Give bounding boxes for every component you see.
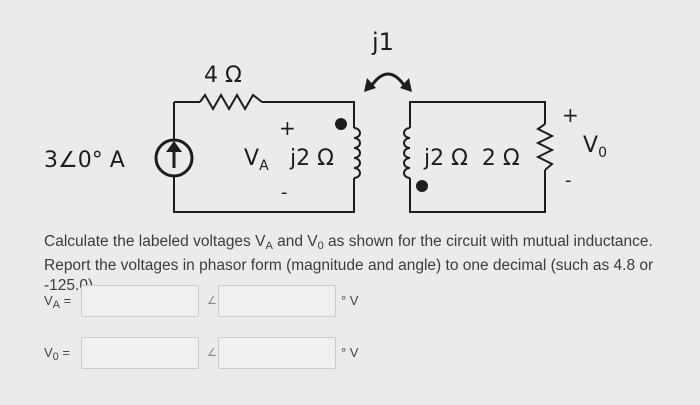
question-part-2: and V [272,233,318,250]
mutual-arrow-head-left [364,78,376,92]
va-magnitude-input[interactable] [81,285,199,317]
va-plus-sign: + [279,116,296,140]
vo-angle-symbol: ∠ [207,347,217,359]
va-minus-sign: - [281,182,288,203]
left-polarity-dot [335,118,347,130]
va-unit-label: ° V [341,293,359,308]
va-label: VA [244,146,269,174]
va-angle-symbol: ∠ [207,295,217,307]
vo-label: V0 [583,133,607,161]
question-text: Calculate the labeled voltages VA and V0… [44,232,684,296]
vo-magnitude-input[interactable] [81,337,199,369]
va-answer-label: VA = [44,293,72,311]
left-inductor-label: j2 Ω [289,146,334,171]
question-part-3: as shown for the circuit with mutual ind… [44,233,654,294]
current-source [154,138,194,178]
vo-angle-input[interactable] [218,337,336,369]
right-loop-wires [409,101,546,213]
vo-unit-label: ° V [341,345,359,360]
right-element-labels: j2 Ω 2 Ω [423,146,520,171]
vo-plus-sign: + [562,103,579,127]
left-inductor [353,127,361,179]
source-label: 3∠0° A [44,148,125,173]
mutual-inductance-label: j1 [371,28,394,56]
vo-answer-label: V0 = [44,345,71,363]
question-sub-o: 0 [317,240,324,252]
right-polarity-dot [416,180,428,192]
question-sub-a: A [265,240,273,252]
vo-minus-sign: - [565,170,572,191]
mutual-coupling-arrow [368,72,408,89]
resistor-4-ohm [199,92,263,112]
circuit-diagram: j1 4 Ω 3∠0° A + - VA j2 Ω j2 Ω 2 Ω + - V… [44,28,607,213]
question-part-1: Calculate the labeled voltages V [44,233,266,250]
resistor-2-ohm [535,123,555,171]
va-angle-input[interactable] [218,285,336,317]
right-inductor [403,127,411,179]
resistor-4-label: 4 Ω [204,63,242,88]
mutual-arrow-head-right [400,78,412,92]
